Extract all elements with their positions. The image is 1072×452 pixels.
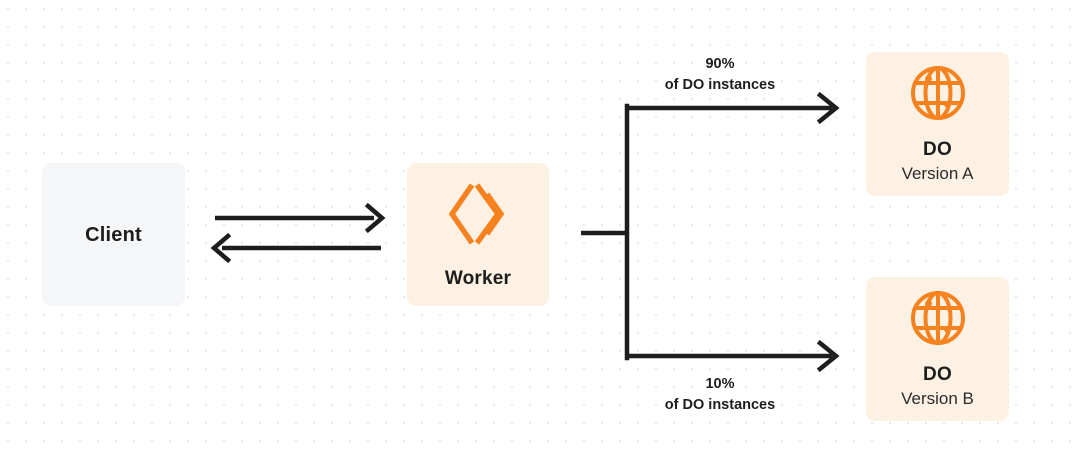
- edge-label-do-a-percent: 90%: [705, 56, 735, 72]
- edge-worker-to-client: [210, 232, 381, 264]
- node-client-label: Client: [85, 223, 142, 246]
- node-client[interactable]: Client: [42, 163, 185, 306]
- edge-client-to-worker: [215, 202, 386, 234]
- edge-label-do-b: 10% of DO instances: [600, 374, 840, 415]
- edge-label-do-a: 90% of DO instances: [600, 54, 840, 95]
- globe-icon: [909, 289, 967, 352]
- globe-icon: [909, 64, 967, 127]
- edge-worker-to-do-a: [625, 91, 840, 125]
- node-do-b-label: DO: [923, 364, 952, 386]
- node-do-b-version: Version B: [901, 389, 974, 409]
- node-do-a-version: Version A: [901, 164, 974, 184]
- node-worker-label: Worker: [444, 267, 512, 289]
- edge-label-do-b-detail: of DO instances: [664, 396, 776, 413]
- node-do-version-a[interactable]: DO Version A: [866, 52, 1009, 196]
- cloudflare-workers-icon: [446, 180, 510, 253]
- node-do-version-b[interactable]: DO Version B: [866, 277, 1009, 421]
- node-worker[interactable]: Worker: [407, 163, 549, 306]
- edge-worker-branch-trunk: [581, 103, 630, 361]
- edge-label-do-b-percent: 10%: [705, 376, 735, 392]
- edge-worker-to-do-b: [625, 339, 840, 373]
- node-do-a-label: DO: [923, 139, 952, 161]
- edge-label-do-a-detail: of DO instances: [664, 76, 776, 93]
